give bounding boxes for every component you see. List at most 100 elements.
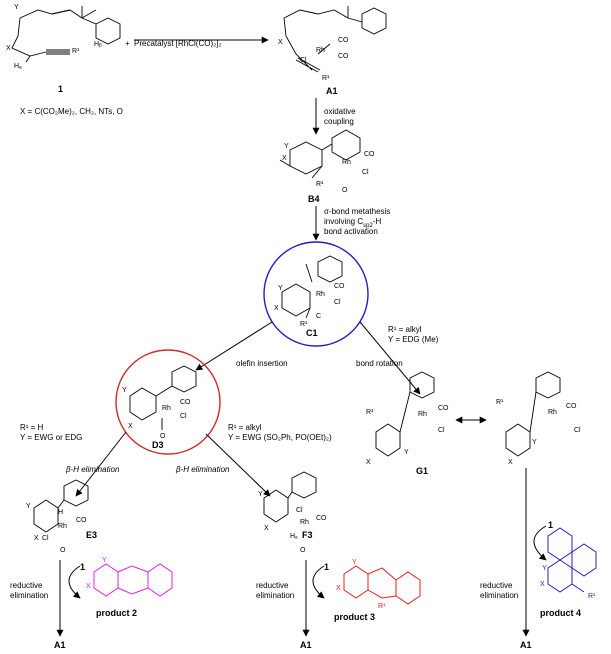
b4-atom-x: X: [282, 155, 287, 162]
c1-atom-c: C: [316, 313, 321, 320]
label-a1: A1: [326, 86, 338, 96]
f3-structure: [263, 471, 317, 523]
atom-r1: R¹: [72, 48, 80, 55]
plus-sign: +: [125, 39, 130, 48]
a1-end-3: A1: [520, 640, 532, 650]
g1r-atom-r1: R¹: [496, 399, 504, 406]
g1r-atom-y: Y: [532, 439, 537, 446]
label-f3: F3: [302, 530, 313, 540]
e3-atom-y: Y: [26, 503, 31, 510]
curved-arrow-1: [68, 565, 81, 599]
g1-atom-co: CO: [438, 405, 449, 412]
c1-atom-cl: Cl: [334, 299, 341, 306]
product-4-structure: [547, 527, 597, 593]
d3-atom-o: O: [160, 433, 166, 440]
c1-highlight-circle: [263, 241, 369, 347]
product-3-structure: [343, 565, 421, 605]
g1r-atom-x: X: [508, 459, 513, 466]
a1-atom-cl: Cl: [300, 57, 307, 64]
product-2-label: product 2: [96, 608, 137, 618]
p2-atom-x: X: [86, 583, 91, 590]
e3-structure: [33, 479, 89, 533]
d3-atom-x: X: [128, 423, 133, 430]
label-g1: G1: [416, 466, 428, 476]
f3-atom-ha: Hₐ: [290, 533, 298, 540]
a1-atom-r1: R¹: [322, 75, 330, 82]
g1-atom-cl: Cl: [438, 427, 445, 434]
cond-r1-alkyl-2: R¹ = alkyl: [228, 423, 262, 432]
step-bond-rotation: bond rotation: [356, 359, 403, 368]
cond-r1-h: R¹ = H: [20, 423, 44, 432]
f3-atom-cl: Cl: [296, 507, 303, 514]
precatalyst-label: Precatalyst [RhCl(CO)₂]₂: [134, 39, 222, 48]
g1r-atom-co: CO: [566, 403, 577, 410]
b4-atom-cl: Cl: [362, 169, 369, 176]
g1-structure-left: [375, 371, 435, 457]
step-reductive-3b: elimination: [480, 591, 518, 600]
arrow-c1-to-d3: [195, 321, 273, 371]
substrate-1-structure: [11, 6, 121, 63]
step-beta-h-2: β-H elimination: [175, 465, 230, 474]
one-label-2: 1: [324, 562, 329, 572]
cond-y-ewg-or-edg: Y = EWG or EDG: [20, 433, 82, 442]
step-sigma-3: bond activation: [324, 227, 378, 236]
arrow-d3-to-f3: [205, 433, 271, 497]
label-b4: B4: [308, 194, 320, 204]
f3-atom-rh: Rh: [300, 519, 309, 526]
step-reductive-2a: reductive: [256, 581, 289, 590]
label-d3: D3: [152, 440, 164, 450]
curved-arrow-2: [312, 565, 325, 599]
step-reductive-1a: reductive: [10, 581, 43, 590]
p3-atom-y: Y: [352, 559, 357, 566]
atom-ha: Hₐ: [14, 63, 22, 70]
e3-atom-rh: Rh: [58, 523, 67, 530]
b4-atom-o: O: [342, 187, 348, 194]
a1-atom-co1: CO: [338, 37, 349, 44]
b4-atom-rh: Rh: [342, 159, 351, 166]
g1-atom-r1: R¹: [366, 409, 374, 416]
b4-atom-r1: R¹: [316, 181, 324, 188]
x-definition: X = C(CO₂Me)₂, CH₂, NTs, O: [20, 107, 123, 116]
f3-atom-x: X: [264, 525, 269, 532]
a1-end-2: A1: [300, 640, 312, 650]
cond-y-ewg-so2: Y = EWG (SO₂Ph, PO(OEt)₂): [228, 433, 332, 442]
c1-atom-rh: Rh: [316, 291, 325, 298]
g1-atom-y: Y: [404, 449, 409, 456]
p4-atom-x: X: [540, 581, 545, 588]
one-label-1: 1: [80, 562, 85, 572]
g1r-atom-rh: Rh: [548, 409, 557, 416]
a1-atom-x: X: [278, 39, 283, 46]
product-3-label: product 3: [334, 612, 375, 622]
atom-x: X: [6, 45, 11, 52]
step-oxidative-1: oxidative: [324, 107, 356, 116]
label-substrate-1: 1: [58, 84, 63, 94]
e3-atom-o: O: [60, 547, 66, 554]
step-reductive-2b: elimination: [256, 591, 294, 600]
d3-atom-cl: Cl: [180, 413, 187, 420]
d3-atom-y: Y: [122, 387, 127, 394]
step-olefin-insertion: olefin insertion: [236, 359, 288, 368]
step-oxidative-2: coupling: [324, 117, 354, 126]
a1-atom-co2: CO: [338, 53, 349, 60]
f3-atom-y: Y: [258, 491, 263, 498]
c1-atom-r1: R¹: [300, 321, 308, 328]
a1-structure: [283, 6, 387, 73]
e3-atom-cl: Cl: [42, 535, 49, 542]
b4-atom-co: CO: [364, 151, 375, 158]
f3-atom-co: CO: [316, 515, 327, 522]
g1-structure-right: [505, 371, 561, 457]
a1-atom-rh: Rh: [316, 47, 325, 54]
g1r-atom-cl: Cl: [574, 427, 581, 434]
curved-arrow-3: [533, 525, 547, 561]
atom-hb: Hᵦ: [94, 41, 102, 48]
g1-atom-x: X: [366, 459, 371, 466]
p4-atom-r1: R¹: [588, 593, 596, 600]
c1-atom-co: CO: [334, 283, 345, 290]
step-reductive-3a: reductive: [480, 581, 513, 590]
step-sigma-2: involving Csp2-H: [324, 217, 381, 229]
product-2-structure: [93, 563, 173, 597]
c1-atom-x: X: [274, 305, 279, 312]
atom-y: Y: [14, 4, 19, 11]
c1-structure: [281, 255, 343, 319]
